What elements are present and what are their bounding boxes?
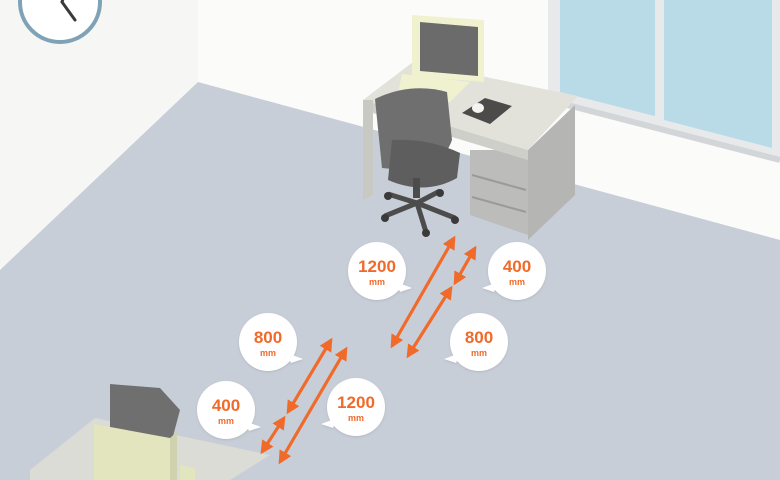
label-unit: mm: [348, 413, 364, 423]
label-value: 400: [212, 396, 240, 415]
mouse-pad: [462, 98, 512, 124]
label-unit: mm: [471, 348, 487, 358]
arrow-top-400: [453, 245, 477, 286]
label-bottom-800: 800 mm: [239, 313, 303, 371]
clock-icon: [18, 0, 102, 44]
label-unit: mm: [260, 348, 276, 358]
label-top-800: 800 mm: [444, 313, 508, 371]
label-value: 800: [465, 328, 493, 347]
arrow-bottom-1200: [278, 346, 348, 465]
monitor: [398, 15, 484, 102]
dimension-arrows: [260, 235, 477, 465]
label-top-400: 400 mm: [482, 242, 546, 300]
desk-bottom: [30, 384, 270, 480]
label-value: 1200: [337, 393, 375, 412]
label-value: 800: [254, 328, 282, 347]
label-top-1200: 1200 mm: [348, 242, 412, 300]
label-value: 400: [503, 257, 531, 276]
office-chair: [375, 88, 460, 237]
label-value: 1200: [358, 257, 396, 276]
arrow-top-800: [406, 285, 453, 359]
label-bottom-400: 400 mm: [197, 381, 261, 439]
label-bottom-1200: 1200 mm: [321, 378, 385, 436]
label-unit: mm: [509, 277, 525, 287]
label-unit: mm: [369, 277, 385, 287]
window: [547, 0, 780, 163]
label-unit: mm: [218, 416, 234, 426]
